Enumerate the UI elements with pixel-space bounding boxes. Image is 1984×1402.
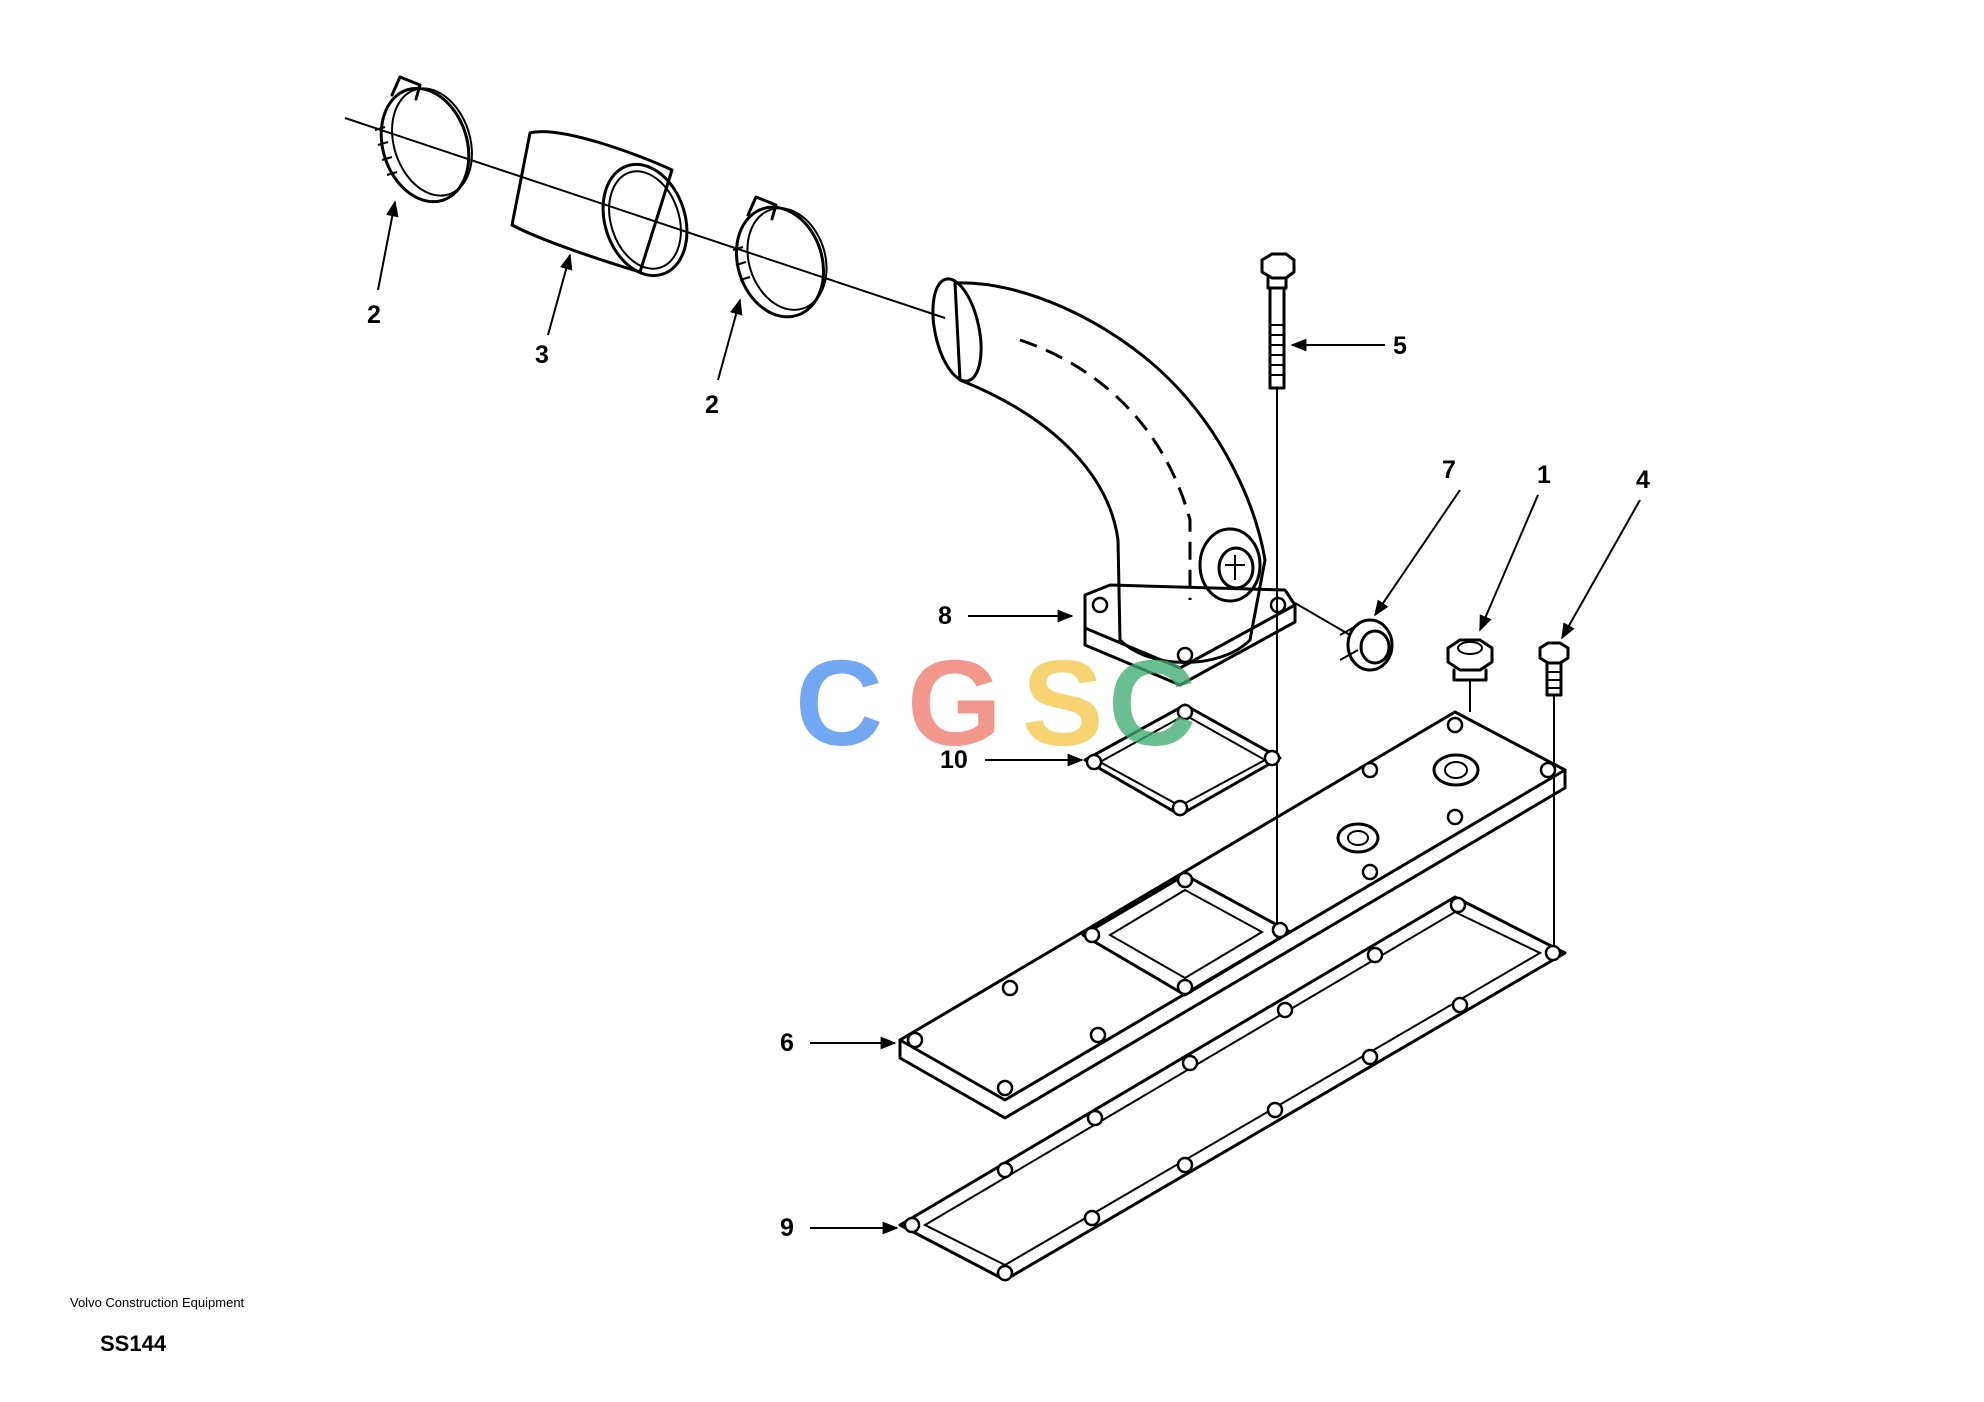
cgsc-watermark: C G S C xyxy=(795,635,1196,771)
large-gasket-part xyxy=(898,895,1567,1282)
callout-nut: 1 xyxy=(1537,461,1551,489)
callout-hose: 3 xyxy=(535,341,549,369)
plug-part xyxy=(1294,602,1394,672)
hose-part xyxy=(510,130,689,278)
stud-part xyxy=(1538,641,1570,950)
callout-clamp-left: 2 xyxy=(367,301,381,329)
leader-lines xyxy=(377,200,1641,1235)
hose-clamp-right-part xyxy=(732,195,828,319)
footer-diagram-code: SS144 xyxy=(100,1331,167,1356)
callout-elbow: 8 xyxy=(938,602,952,630)
watermark-letter: C xyxy=(1108,635,1196,771)
watermark-letter: C xyxy=(795,635,883,771)
nut-part xyxy=(1446,638,1494,712)
cover-plate-part xyxy=(898,710,1567,1120)
cap-screw-part xyxy=(1260,252,1296,938)
callout-screw: 5 xyxy=(1393,332,1407,360)
callout-small-gasket: 10 xyxy=(940,746,968,774)
small-gasket-part xyxy=(1083,703,1282,817)
callout-stud: 4 xyxy=(1636,466,1650,494)
watermark-letter: S xyxy=(1022,635,1103,771)
callout-large-gasket: 9 xyxy=(780,1214,794,1242)
callout-plug: 7 xyxy=(1442,456,1456,484)
watermark-letter: G xyxy=(907,635,1002,771)
footer-company-name: Volvo Construction Equipment xyxy=(70,1295,245,1310)
hose-clamp-left-part xyxy=(374,75,473,204)
assembly-axis-line xyxy=(344,117,946,319)
callout-clamp-right: 2 xyxy=(705,391,719,419)
callout-cover: 6 xyxy=(780,1029,794,1057)
elbow-pipe-part xyxy=(931,277,1297,687)
